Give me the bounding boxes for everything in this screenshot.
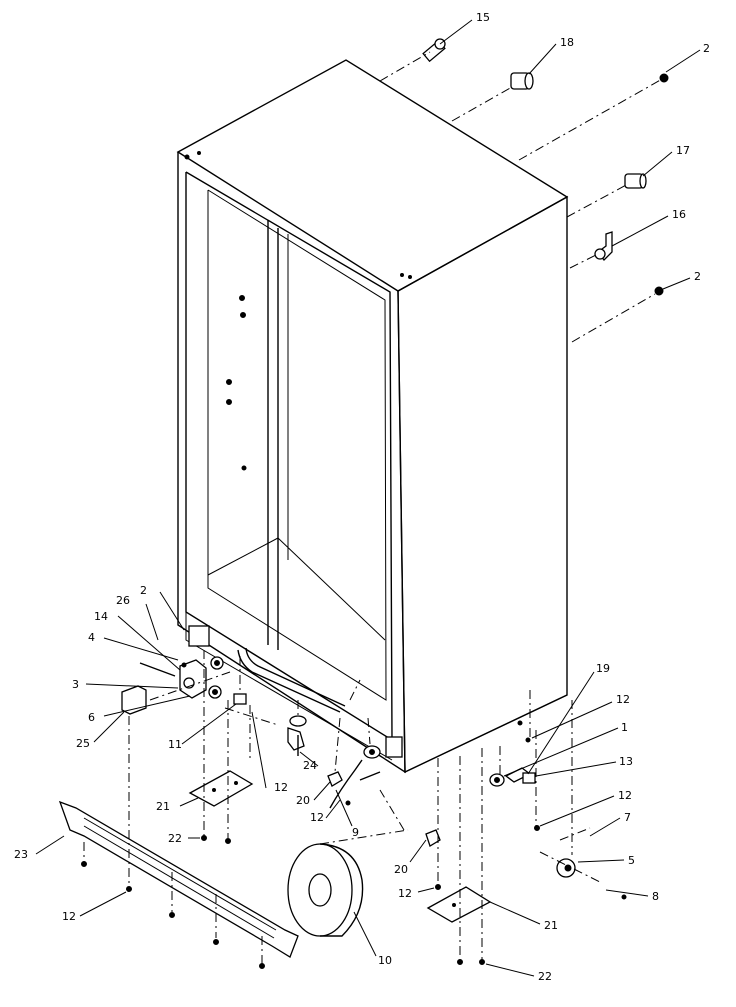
callout-12-mid2: 12 [310, 811, 324, 824]
callout-15: 15 [476, 11, 490, 24]
callout-20-lower: 20 [394, 863, 408, 876]
part-20-bracket-a [327, 771, 343, 787]
part-17-bushing [624, 173, 647, 189]
callout-24: 24 [303, 759, 317, 772]
callout-8: 8 [652, 890, 659, 903]
callout-6: 6 [88, 711, 95, 724]
part-11-clip [233, 693, 247, 705]
callout-16: 16 [672, 208, 686, 221]
callout-12-right-top: 12 [616, 693, 630, 706]
part-5-roller [556, 858, 576, 878]
callout-20-mid: 20 [296, 794, 310, 807]
callout-12-mid: 12 [274, 781, 288, 794]
callout-12-right: 12 [618, 789, 632, 802]
callout-14: 14 [94, 610, 108, 623]
callout-7: 7 [624, 811, 631, 824]
part-16-hinge-pin [594, 231, 613, 261]
part-18-bushing [510, 72, 534, 90]
callout-13: 13 [619, 755, 633, 768]
callout-2-right: 2 [694, 270, 701, 283]
callout-23: 23 [14, 848, 28, 861]
callout-17: 17 [676, 144, 690, 157]
callout-22-left: 22 [168, 832, 182, 845]
part-20-bracket-b [425, 829, 441, 847]
right-roller [359, 745, 381, 781]
part-21-plate-left [188, 770, 254, 807]
callout-25: 25 [76, 737, 90, 750]
part-10-tape-roll [287, 843, 364, 937]
callout-1: 1 [621, 721, 628, 734]
part-2-screw-b [654, 286, 664, 296]
screws [81, 720, 627, 969]
callout-3: 3 [72, 678, 79, 691]
refrigerator-cabinet [176, 59, 569, 774]
bottom-hinge-assembly [139, 656, 224, 699]
callout-26: 26 [116, 594, 130, 607]
callout-12-lower: 12 [398, 887, 412, 900]
part-24-leveler [287, 715, 307, 756]
callout-4: 4 [88, 631, 95, 644]
part-25-bracket [121, 685, 147, 715]
callout-leaders [35, 19, 701, 977]
callout-9: 9 [352, 826, 359, 839]
callout-18: 18 [560, 36, 574, 49]
callout-2-left: 2 [140, 584, 147, 597]
part-13-clip [522, 772, 536, 784]
callout-22-right: 22 [538, 970, 552, 983]
part-9-tube [329, 759, 363, 809]
part-21-plate-right [426, 886, 492, 923]
callout-2-top: 2 [703, 42, 710, 55]
part-1-leveler [489, 773, 505, 787]
callout-labels: 15 18 2 17 16 2 2 26 14 4 3 6 25 11 24 1… [14, 11, 710, 983]
callout-12-lower-left: 12 [62, 910, 76, 923]
part-23-toe-grille [58, 800, 299, 958]
callout-5: 5 [628, 854, 635, 867]
callout-11: 11 [168, 738, 182, 751]
callout-21-left: 21 [156, 800, 170, 813]
callout-19: 19 [596, 662, 610, 675]
callout-21-right: 21 [544, 919, 558, 932]
callout-10: 10 [378, 954, 392, 967]
